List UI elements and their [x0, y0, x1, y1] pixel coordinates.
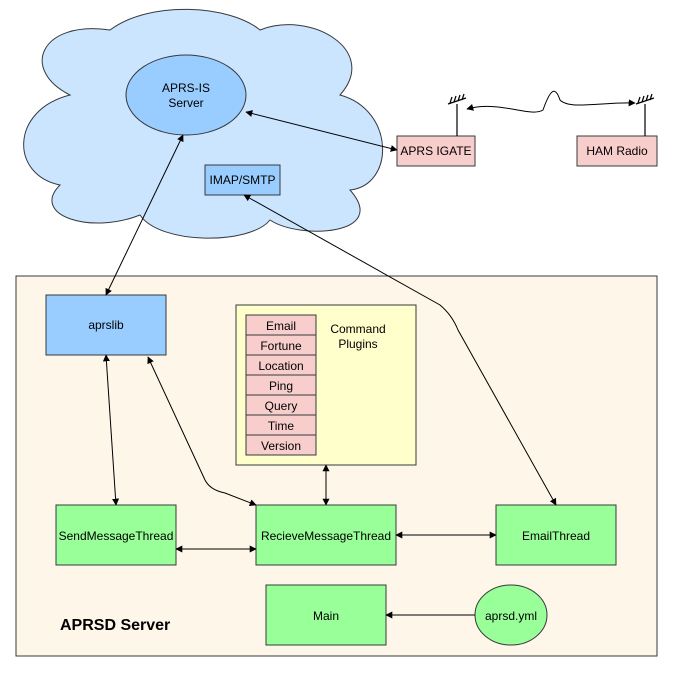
plugin-label: Location — [258, 359, 303, 373]
main-label: Main — [313, 609, 339, 623]
plugin-label: Ping — [269, 379, 293, 393]
aprslib-receive-arrow — [147, 356, 257, 506]
server-igate-arrow — [245, 110, 398, 152]
plugin-label: Fortune — [260, 339, 302, 353]
main-box — [265, 584, 387, 646]
receive-message-thread-box — [255, 504, 397, 566]
aprsd-server-title: APRSD Server — [60, 617, 170, 634]
receive-message-thread-label: RecieveMessageThread — [261, 529, 391, 543]
aprs-is-server-label-1: APRS-IS — [162, 81, 210, 95]
aprs-is-server — [125, 54, 247, 136]
plugin-label: Email — [266, 319, 296, 333]
radio-link-arrow — [466, 90, 636, 113]
aprs-igate-label: APRS IGATE — [400, 144, 471, 158]
plugin-label: Query — [265, 399, 298, 413]
ham-radio-label: HAM Radio — [586, 144, 648, 158]
plugin-label: Time — [268, 419, 295, 433]
plugin-label: Version — [261, 439, 301, 453]
aprslib-label: aprslib — [88, 318, 124, 332]
aprs-is-server-label-2: Server — [168, 96, 203, 110]
email-thread-box — [495, 504, 617, 566]
send-message-thread-box — [55, 504, 177, 566]
aprslib-box — [45, 294, 167, 356]
command-plugins-title-1: Command — [330, 322, 385, 336]
imap-smtp-label: IMAP/SMTP — [209, 173, 275, 187]
email-thread-label: EmailThread — [522, 529, 590, 543]
plugin-list: Email Fortune Location Ping Query Time V… — [245, 314, 317, 456]
ham-radio-box — [576, 135, 658, 167]
imap-email-arrow — [243, 194, 557, 506]
send-message-thread-label: SendMessageThread — [59, 529, 174, 543]
ham-antenna-icon — [635, 93, 655, 136]
server-aprslib-arrow — [105, 134, 184, 296]
imap-smtp-box — [204, 164, 281, 196]
command-plugins-title-2: Plugins — [338, 337, 377, 351]
aprsd-yml-label: aprsd.yml — [485, 609, 537, 623]
aprslib-send-arrow — [102, 354, 120, 506]
igate-antenna-icon — [447, 93, 467, 136]
